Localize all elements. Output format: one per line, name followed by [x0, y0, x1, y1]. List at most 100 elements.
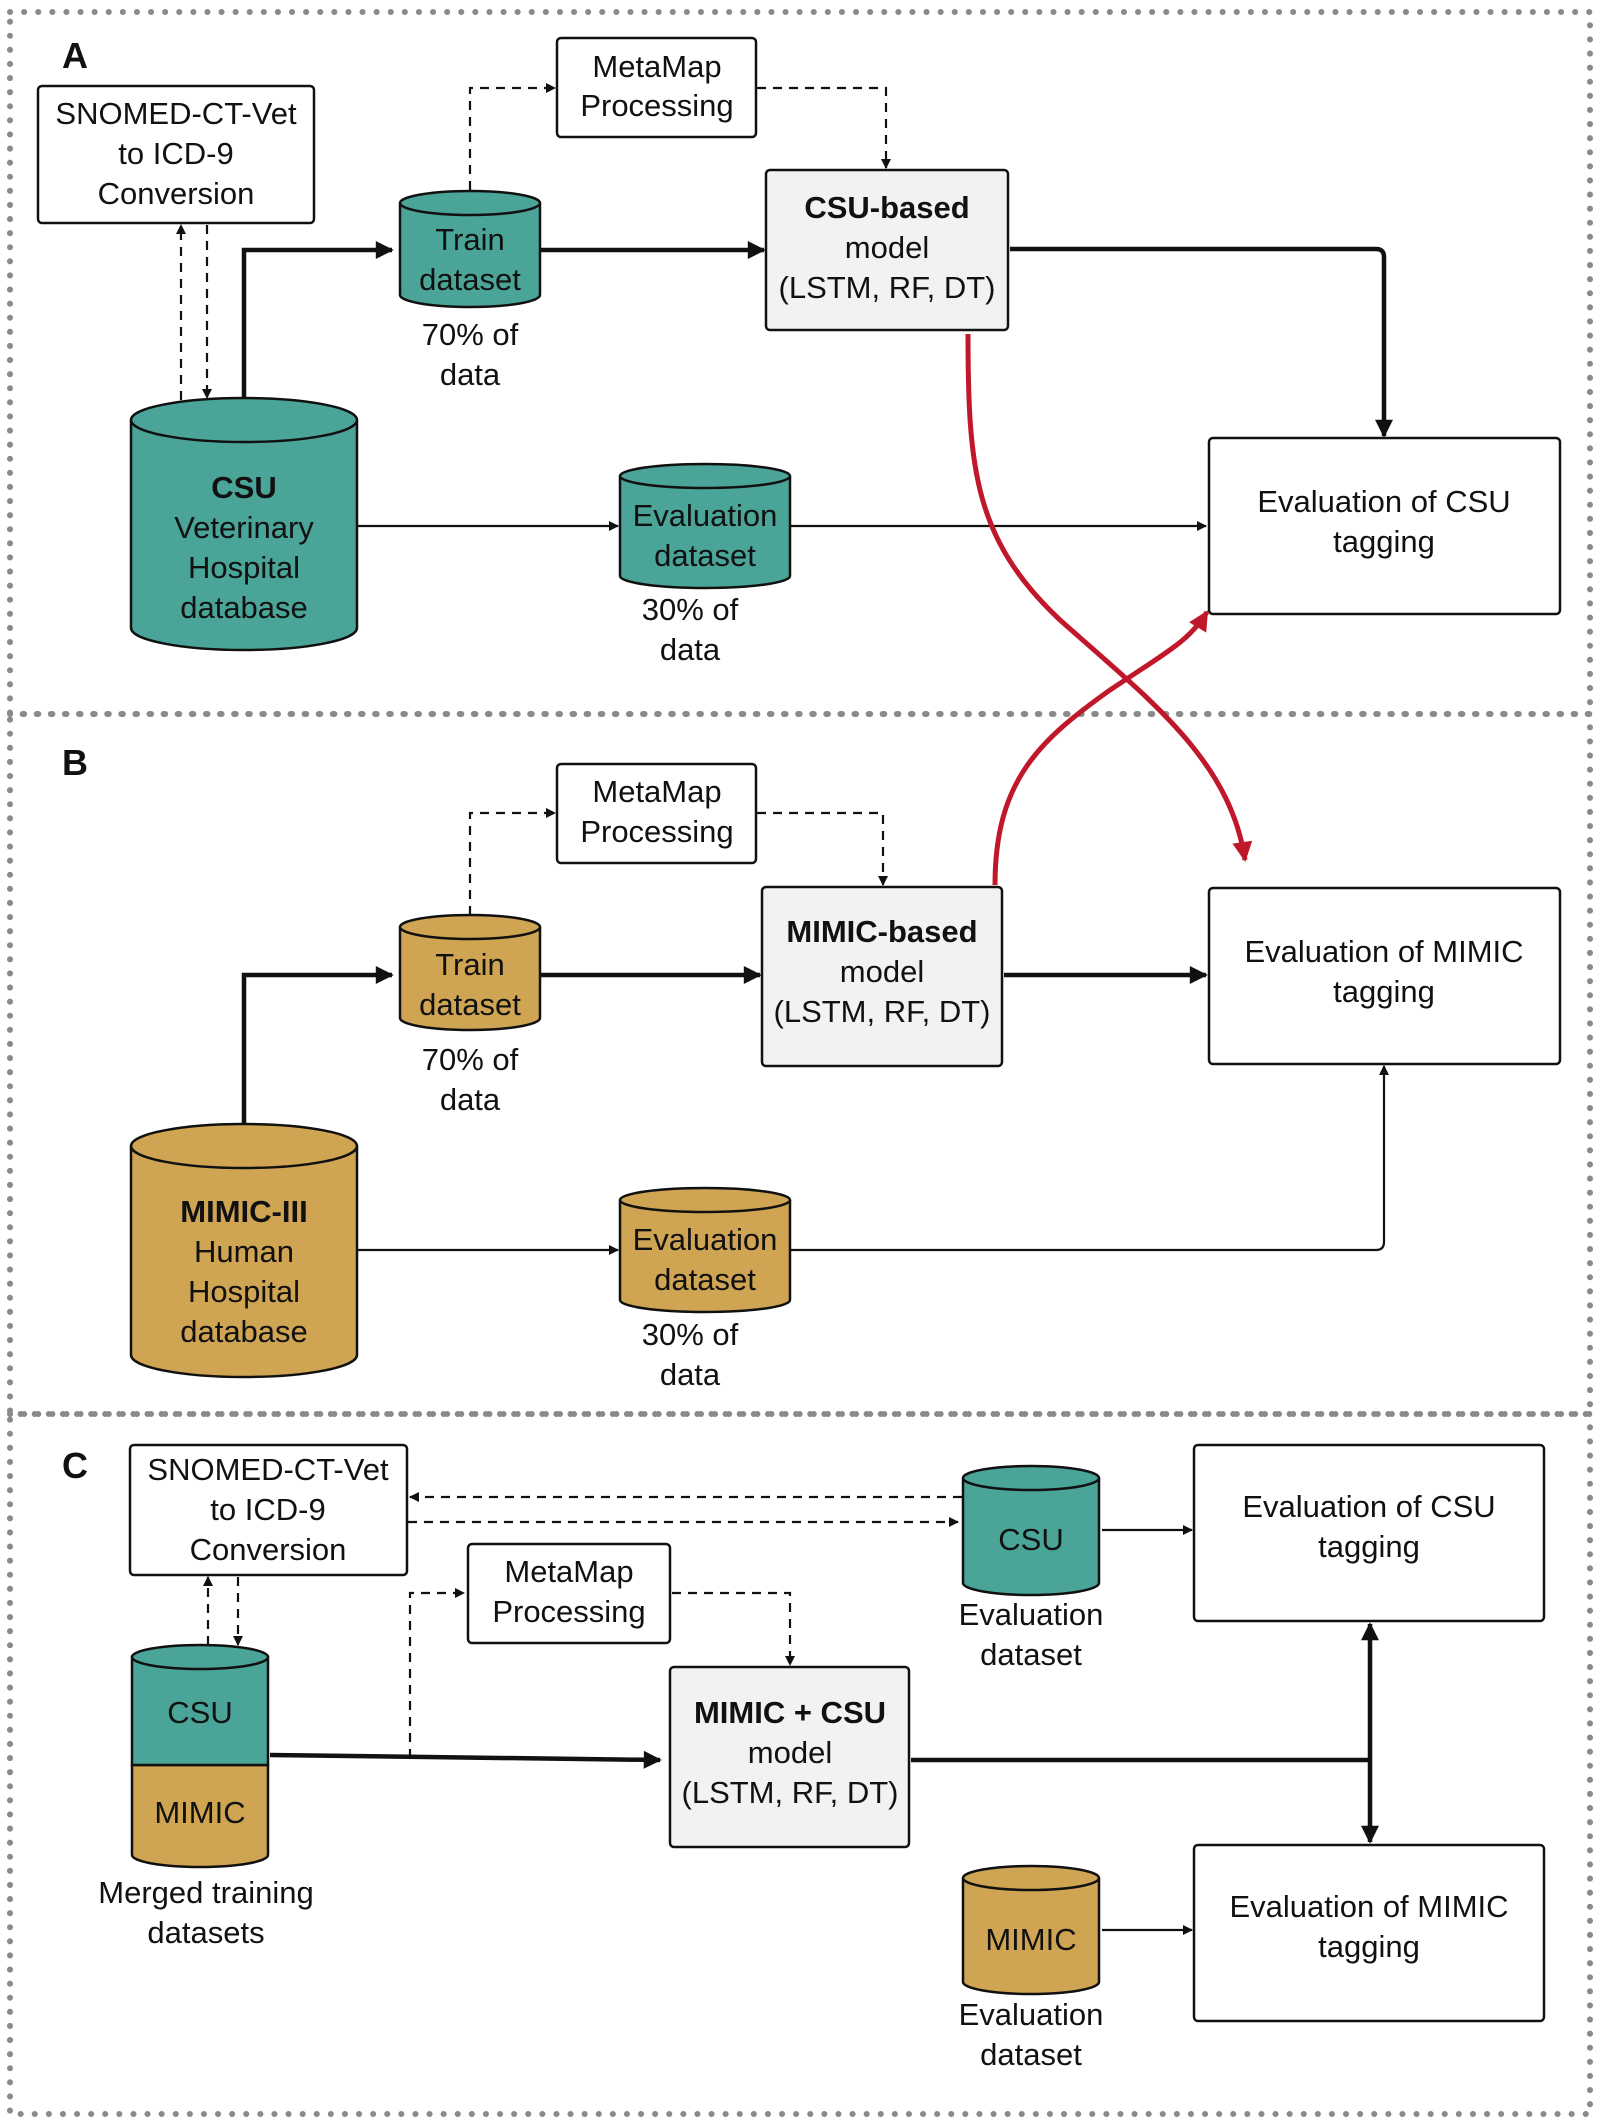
csu-evaluation-cylinder-c: CSU — [961, 1464, 1101, 1597]
svg-text:SNOMED-CT-Vet: SNOMED-CT-Vet — [55, 96, 297, 131]
svg-text:MIMIC: MIMIC — [154, 1795, 245, 1830]
eval-note-a-2: data — [660, 632, 721, 667]
mimic-model-box: MIMIC-based model (LSTM, RF, DT) — [760, 885, 1004, 1068]
svg-text:Processing: Processing — [580, 814, 733, 849]
svg-text:Evaluation of CSU: Evaluation of CSU — [1242, 1489, 1495, 1524]
svg-text:Evaluation of CSU: Evaluation of CSU — [1257, 484, 1510, 519]
svg-text:Hospital: Hospital — [188, 1274, 300, 1309]
svg-text:database: database — [180, 590, 308, 625]
evaluation-dataset-cylinder-b: Evaluation dataset — [618, 1186, 792, 1314]
evaluation-csu-box-c: Evaluation of CSU tagging — [1192, 1443, 1546, 1623]
svg-text:(LSTM, RF, DT): (LSTM, RF, DT) — [779, 270, 996, 305]
evaluation-mimic-box-c: Evaluation of MIMIC tagging — [1192, 1843, 1546, 2023]
evaluation-csu-box-a: Evaluation of CSU tagging — [1207, 436, 1562, 616]
edge-mimic-db-to-train — [241, 966, 394, 1126]
svg-text:Veterinary: Veterinary — [174, 510, 314, 545]
svg-text:Evaluation: Evaluation — [633, 498, 778, 533]
svg-text:database: database — [180, 1314, 308, 1349]
svg-text:Train: Train — [435, 947, 504, 982]
merged-training-cylinder: CSU MIMIC — [130, 1643, 270, 1869]
svg-text:Evaluation: Evaluation — [633, 1222, 778, 1257]
snomed-conversion-box-c: SNOMED-CT-Vet to ICD-9 Conversion — [128, 1443, 409, 1577]
svg-text:dataset: dataset — [419, 987, 521, 1022]
train-note-a: 70% of — [422, 317, 519, 352]
snomed-conversion-box-a: SNOMED-CT-Vet to ICD-9 Conversion — [36, 84, 316, 225]
mimic-evaluation-cylinder-c: MIMIC — [961, 1864, 1101, 1996]
svg-text:CSU: CSU — [167, 1695, 232, 1730]
svg-text:(LSTM, RF, DT): (LSTM, RF, DT) — [682, 1775, 899, 1810]
svg-text:Conversion: Conversion — [98, 176, 255, 211]
mimic-database-cylinder: MIMIC-III Human Hospital database — [129, 1122, 359, 1379]
edge-metamap-b-to-model — [757, 811, 888, 886]
mimic-eval-caption-2: dataset — [980, 2037, 1082, 2072]
edge-model-to-eval-csu — [1010, 246, 1393, 438]
svg-text:Processing: Processing — [580, 88, 733, 123]
metamap-box-b: MetaMap Processing — [555, 762, 758, 865]
svg-text:Hospital: Hospital — [188, 550, 300, 585]
csu-eval-caption: Evaluation — [959, 1597, 1104, 1632]
edge-train-b-to-metamap — [468, 808, 556, 915]
csu-eval-caption-2: dataset — [980, 1637, 1082, 1672]
eval-note-b-2: data — [660, 1357, 721, 1392]
svg-text:CSU-based: CSU-based — [804, 190, 969, 225]
svg-text:dataset: dataset — [654, 1262, 756, 1297]
edge-train-to-metamap — [468, 83, 556, 190]
edge-eval-ds-b-to-eval-mimic — [790, 1065, 1389, 1252]
svg-text:Conversion: Conversion — [190, 1532, 347, 1567]
edge-metamap-to-model — [757, 86, 891, 169]
metamap-box-c: MetaMap Processing — [466, 1542, 672, 1645]
svg-text:Train: Train — [435, 222, 504, 257]
svg-text:model: model — [845, 230, 929, 265]
train-dataset-cylinder-a: Train dataset — [398, 189, 542, 309]
svg-text:(LSTM, RF, DT): (LSTM, RF, DT) — [774, 994, 991, 1029]
evaluation-mimic-box-b: Evaluation of MIMIC tagging — [1207, 886, 1562, 1066]
panel-b-frame — [7, 711, 1593, 1417]
train-note-b-2: data — [440, 1082, 501, 1117]
svg-text:tagging: tagging — [1318, 1929, 1420, 1964]
svg-text:Processing: Processing — [492, 1594, 645, 1629]
svg-text:MetaMap: MetaMap — [592, 774, 721, 809]
mimic-eval-caption: Evaluation — [959, 1997, 1104, 2032]
edge-csu-db-to-train — [241, 241, 394, 400]
panel-c-frame — [7, 1411, 1593, 2117]
train-note-a-2: data — [440, 357, 501, 392]
merged-caption: Merged training — [98, 1875, 313, 1910]
csu-model-box: CSU-based model (LSTM, RF, DT) — [764, 168, 1010, 332]
svg-text:Human: Human — [194, 1234, 294, 1269]
svg-text:Evaluation of MIMIC: Evaluation of MIMIC — [1229, 1889, 1508, 1924]
red-arrow-csu-model-to-eval-mimic — [965, 333, 1253, 862]
panel-b-label: B — [62, 742, 88, 783]
edge-merged-to-model-c — [269, 1750, 662, 1769]
svg-text:Evaluation of MIMIC: Evaluation of MIMIC — [1244, 934, 1523, 969]
panel-a-label: A — [62, 35, 88, 76]
svg-text:MIMIC-III: MIMIC-III — [180, 1194, 307, 1229]
svg-text:to ICD-9: to ICD-9 — [118, 136, 233, 171]
svg-text:MIMIC-based: MIMIC-based — [786, 914, 977, 949]
train-dataset-cylinder-b: Train dataset — [398, 913, 542, 1032]
svg-text:SNOMED-CT-Vet: SNOMED-CT-Vet — [147, 1452, 389, 1487]
svg-text:to ICD-9: to ICD-9 — [210, 1492, 325, 1527]
svg-text:MIMIC + CSU: MIMIC + CSU — [694, 1695, 886, 1730]
svg-text:CSU: CSU — [998, 1522, 1063, 1557]
csu-database-cylinder: CSU Veterinary Hospital database — [129, 396, 359, 652]
eval-note-a: 30% of — [642, 592, 739, 627]
train-note-b: 70% of — [422, 1042, 519, 1077]
eval-note-b: 30% of — [642, 1317, 739, 1352]
svg-text:tagging: tagging — [1333, 974, 1435, 1009]
svg-text:tagging: tagging — [1318, 1529, 1420, 1564]
svg-text:dataset: dataset — [419, 262, 521, 297]
edge-metamap-c-to-model — [672, 1591, 795, 1666]
svg-text:MetaMap: MetaMap — [504, 1554, 633, 1589]
svg-text:dataset: dataset — [654, 538, 756, 573]
edge-merged-to-metamap-c — [408, 1588, 465, 1758]
panel-c-label: C — [62, 1445, 88, 1486]
red-arrow-mimic-model-to-eval-csu — [992, 610, 1210, 886]
svg-text:tagging: tagging — [1333, 524, 1435, 559]
svg-text:MIMIC: MIMIC — [985, 1922, 1076, 1957]
svg-text:model: model — [840, 954, 924, 989]
svg-text:CSU: CSU — [211, 470, 276, 505]
merged-caption-2: datasets — [147, 1915, 264, 1950]
mimic-csu-model-box: MIMIC + CSU model (LSTM, RF, DT) — [668, 1665, 911, 1849]
metamap-box-a: MetaMap Processing — [555, 36, 758, 139]
